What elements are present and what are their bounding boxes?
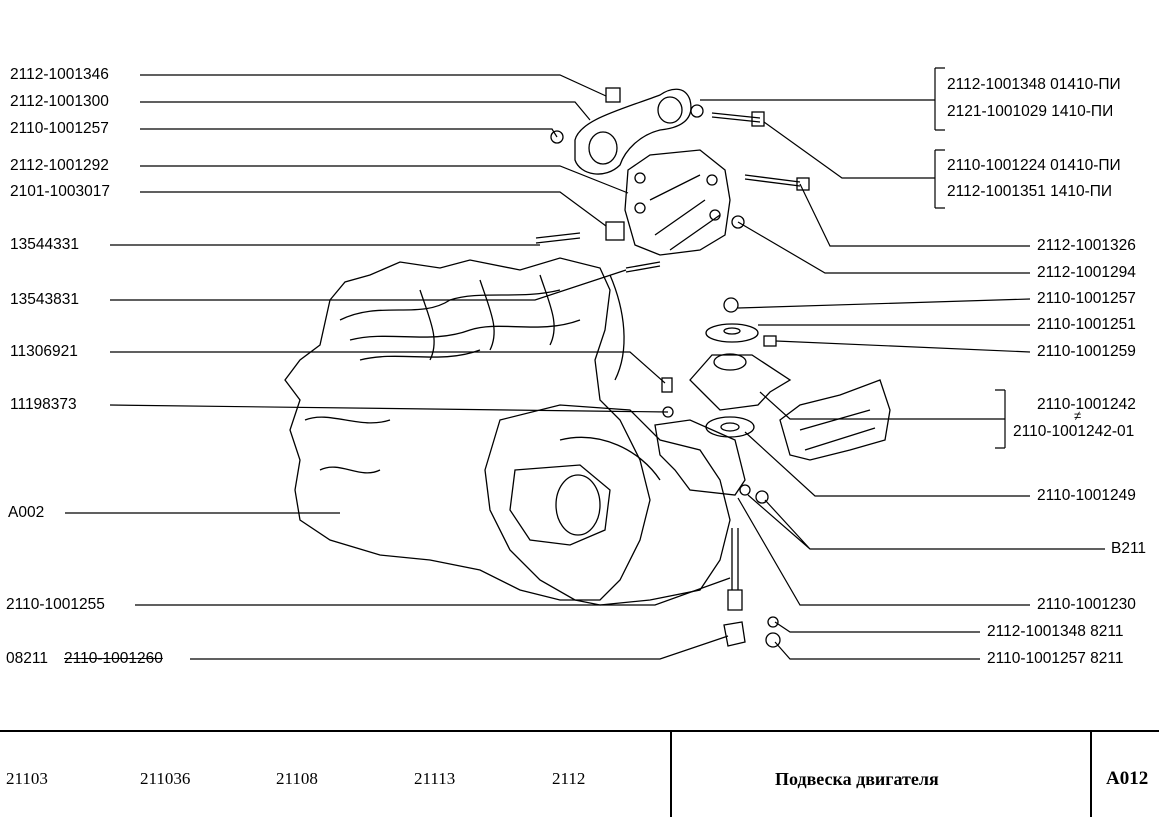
engine-block-outline	[284, 257, 651, 601]
bracket-r10	[759, 389, 1006, 449]
footer-divider-1	[670, 732, 672, 817]
leader-r13	[747, 494, 1105, 550]
label-2112-1001294: 2112-1001294	[1037, 264, 1136, 281]
label-2110-1001242-01: 2110-1001242-01	[1013, 423, 1135, 440]
label-2112-1001351: 2112-1001351 1410-ПИ	[947, 183, 1113, 200]
label-b211: B211	[1111, 540, 1147, 557]
page-title: Подвеска двигателя	[775, 769, 939, 789]
label-2110-1001249: 2110-1001249	[1037, 487, 1136, 504]
leader-r6	[737, 221, 1030, 274]
label-2112-1001348-01410: 2112-1001348 01410-ПИ	[947, 76, 1121, 93]
label-2110-1001255: 2110-1001255	[6, 596, 105, 613]
leader-l11	[135, 577, 731, 606]
torque-rod	[574, 88, 692, 175]
model-2112: 2112	[552, 769, 586, 788]
label-2112-1001348-8211: 2112-1001348 8211	[987, 623, 1124, 640]
leader-l4	[140, 165, 629, 194]
model-21103: 21103	[6, 769, 48, 788]
label-2110-1001257-left: 2110-1001257	[10, 120, 109, 137]
bracket-r1	[700, 67, 945, 131]
label-2101-1003017: 2101-1003017	[10, 183, 110, 200]
label-2110-1001224: 2110-1001224 01410-ПИ	[947, 157, 1121, 174]
upper-bracket	[624, 149, 731, 256]
gearbox-outline	[484, 404, 731, 606]
label-a002: A002	[8, 504, 45, 521]
page-code: A012	[1106, 768, 1149, 789]
leader-r5	[799, 183, 1030, 247]
leader-l2	[140, 101, 591, 121]
model-211036: 211036	[140, 769, 191, 788]
not-equal-mark: ≠	[1074, 408, 1082, 423]
leader-l1	[140, 74, 607, 97]
diagram-drawing	[65, 67, 1105, 660]
leader-r15	[774, 621, 980, 633]
parts-diagram: 2112-1001346 2112-1001300 2110-1001257 2…	[6, 66, 1147, 667]
label-2112-1001346: 2112-1001346	[10, 66, 109, 83]
label-2121-1001029: 2121-1001029 1410-ПИ	[947, 103, 1114, 120]
label-08211: 08211	[6, 650, 48, 667]
bracket-r3	[763, 121, 945, 209]
label-2110-1001251: 2110-1001251	[1037, 316, 1136, 333]
label-2110-1001260-struck: 2110-1001260	[64, 650, 163, 667]
leader-r16	[774, 641, 980, 660]
label-2112-1001300: 2112-1001300	[10, 93, 109, 110]
leader-l7	[110, 269, 627, 301]
label-2110-1001257-right: 2110-1001257	[1037, 290, 1136, 307]
model-21113: 21113	[414, 769, 456, 788]
leader-l8	[110, 351, 666, 384]
leader-l3	[140, 128, 558, 138]
model-21108: 21108	[276, 769, 318, 788]
label-2112-1001326: 2112-1001326	[1037, 237, 1136, 254]
label-2110-1001242: 2110-1001242	[1037, 396, 1136, 413]
leader-r7	[737, 298, 1031, 309]
label-2110-1001257-8211: 2110-1001257 8211	[987, 650, 1124, 667]
leader-r12	[744, 431, 1030, 497]
leader-l9	[109, 404, 669, 413]
engine-mount	[689, 354, 792, 411]
footer-divider-2	[1090, 732, 1092, 817]
leader-r14	[737, 497, 1030, 606]
title-block: 21103 211036 21108 21113 2112 Подвеска д…	[0, 730, 1159, 817]
label-11306921: 11306921	[10, 343, 78, 360]
leader-l12	[190, 635, 729, 660]
leader-r9	[775, 340, 1031, 353]
label-11198373: 11198373	[10, 396, 77, 413]
label-2110-1001230: 2110-1001230	[1037, 596, 1136, 613]
label-2110-1001259: 2110-1001259	[1037, 343, 1136, 360]
label-13543831: 13543831	[10, 291, 79, 308]
leader-l5	[140, 191, 607, 227]
label-13544331: 13544331	[10, 236, 79, 253]
label-2112-1001292: 2112-1001292	[10, 157, 109, 174]
